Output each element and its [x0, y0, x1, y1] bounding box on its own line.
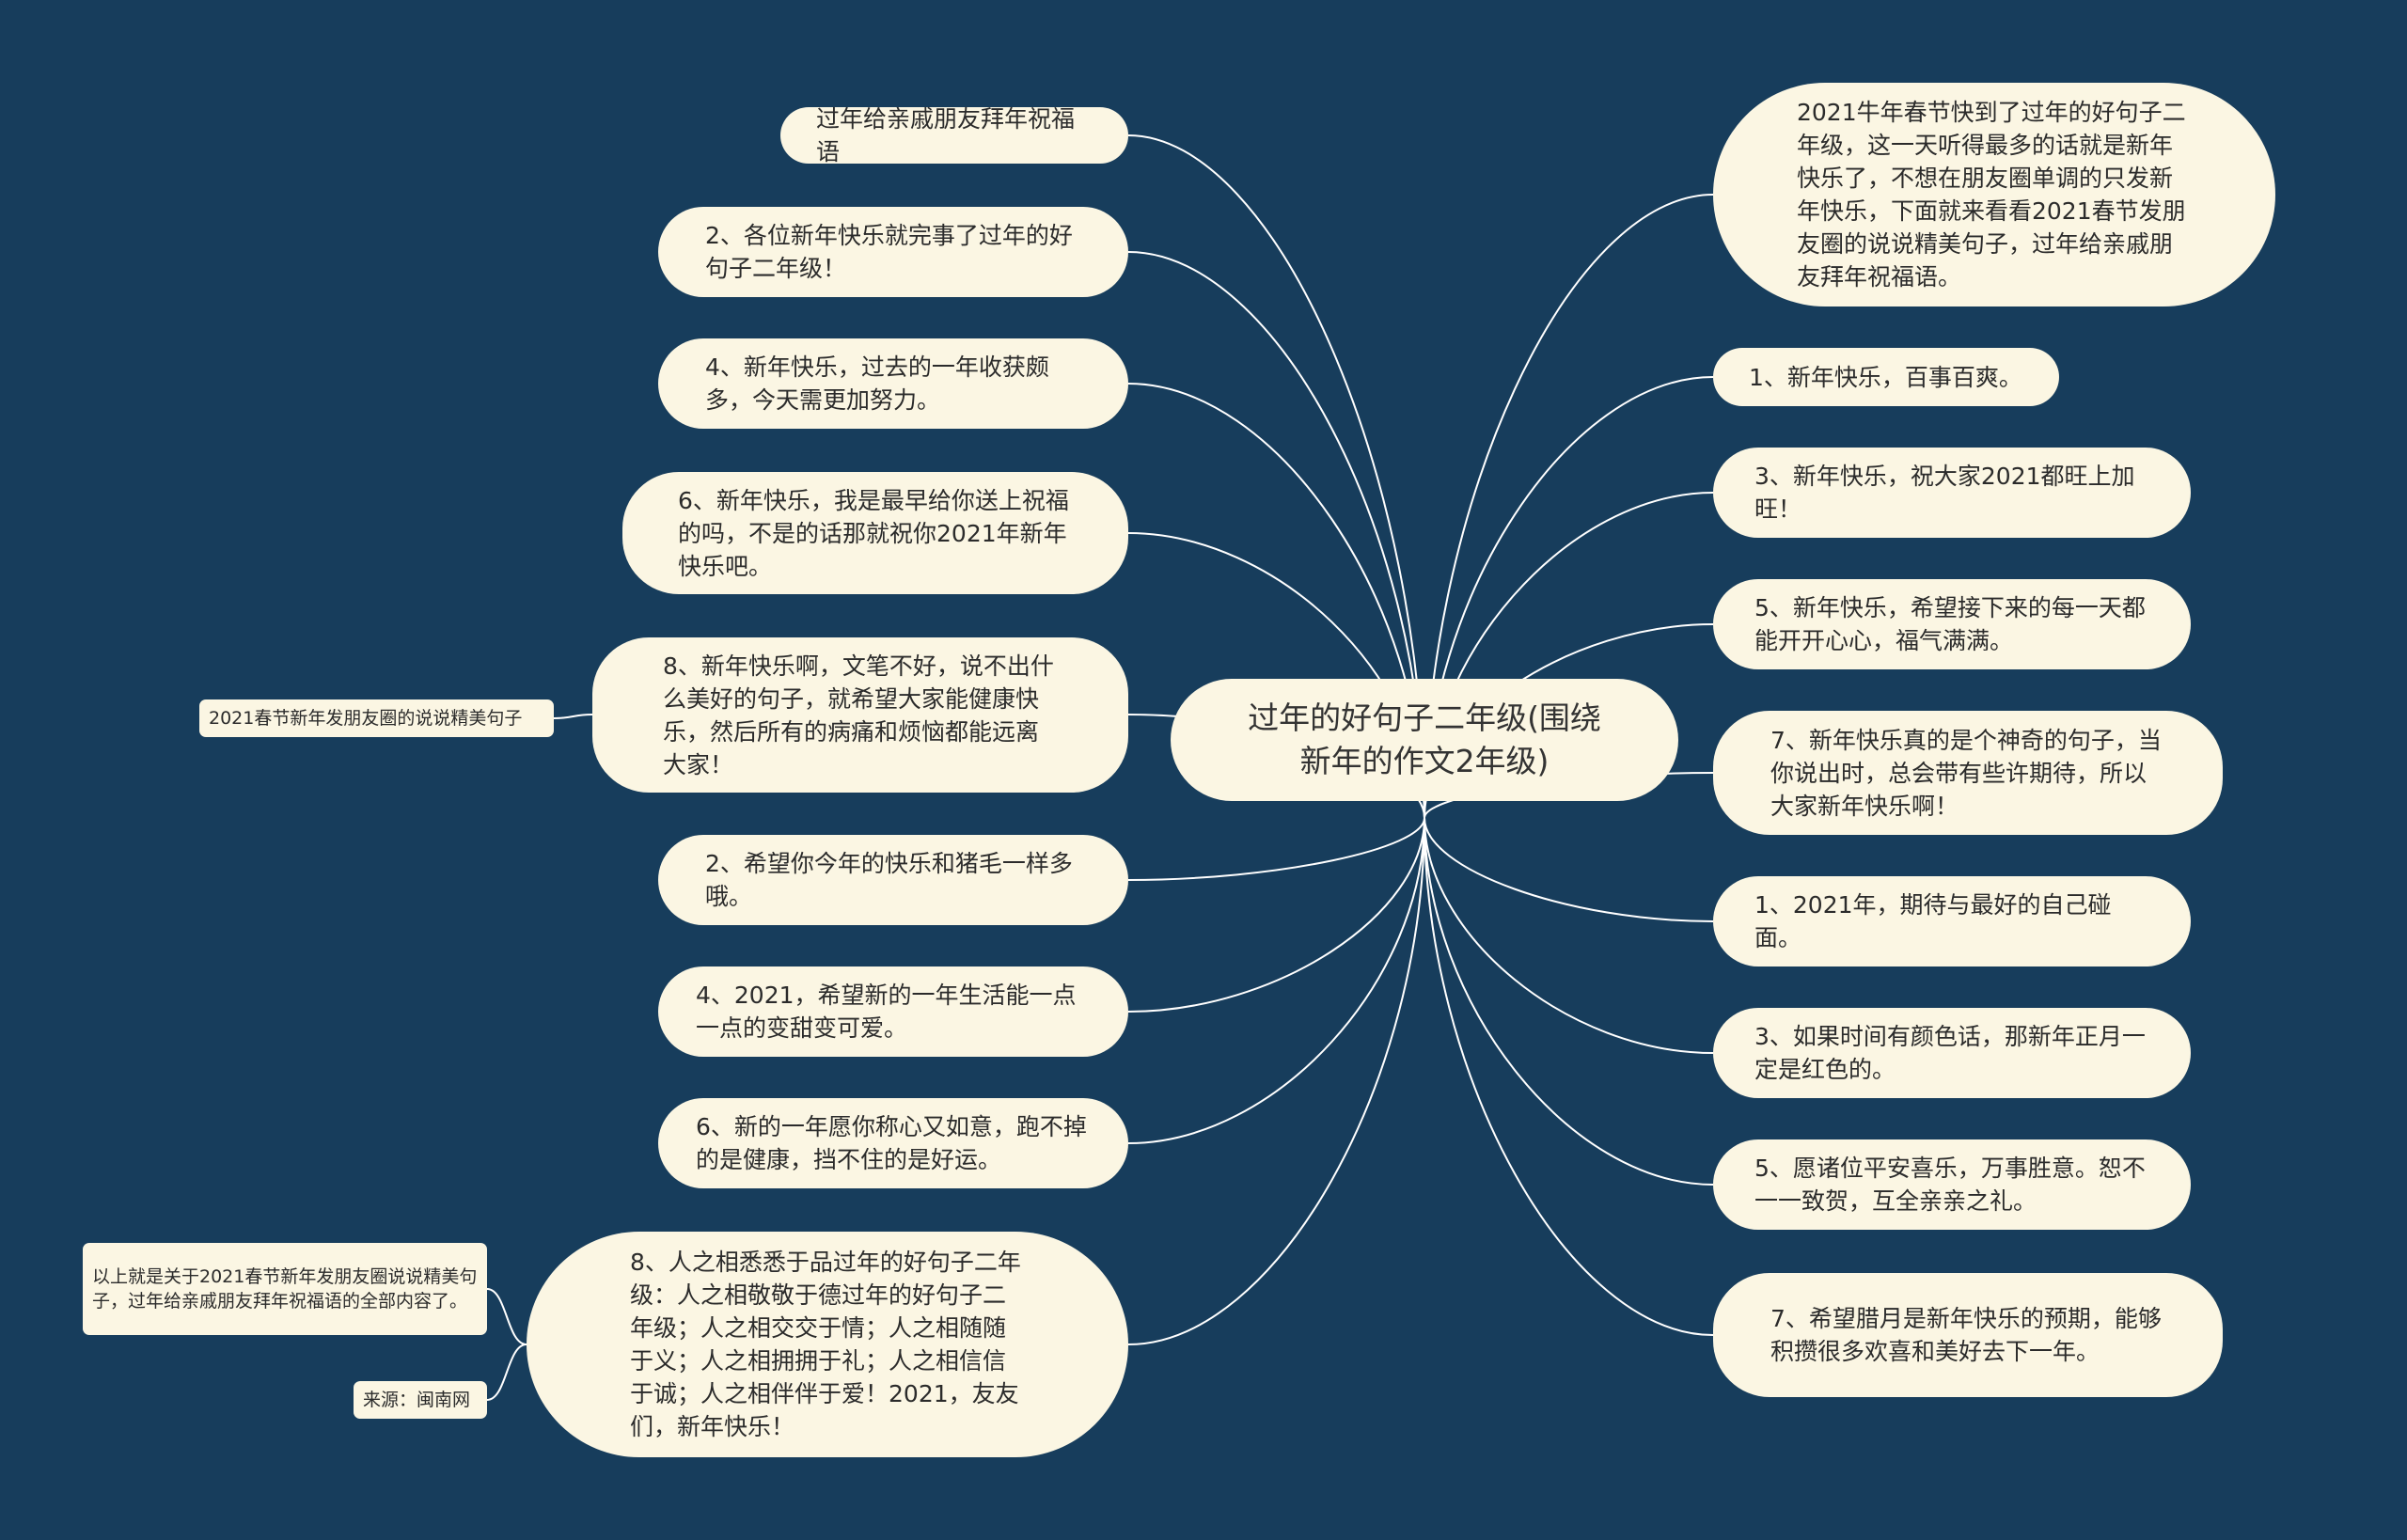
link-left-7: [1127, 817, 1425, 1013]
left-node-4-label: 6、新年快乐，我是最早给你送上祝福的吗，不是的话那就祝你2021年新年快乐吧。: [678, 486, 1069, 580]
left-node-2-label: 2、各位新年快乐就完事了过年的好句子二年级！: [705, 222, 1073, 282]
link-left-1: [1127, 134, 1425, 819]
right-node-8[interactable]: 5、愿诸位平安喜乐，万事胜意。恕不一一致贺，互全亲亲之礼。: [1713, 1139, 2191, 1230]
link-right-9: [1424, 817, 1714, 1336]
left-node-1-label: 过年给亲戚朋友拜年祝福语: [816, 105, 1076, 165]
right-node-4[interactable]: 5、新年快乐，希望接下来的每一天都能开开心心，福气满满。: [1713, 579, 2191, 669]
link-right-7: [1424, 817, 1714, 1054]
side-note-3[interactable]: 来源：闽南网: [354, 1381, 487, 1419]
link-left-9: [1127, 817, 1425, 1345]
left-node-2[interactable]: 2、各位新年快乐就完事了过年的好句子二年级！: [658, 207, 1128, 297]
right-node-5-label: 7、新年快乐真的是个神奇的句子，当你说出时，总会带有些许期待，所以大家新年快乐啊…: [1770, 726, 2162, 820]
link-right-8: [1424, 817, 1714, 1186]
left-node-3-label: 4、新年快乐，过去的一年收获颇多，今天需更加努力。: [705, 354, 1049, 414]
right-node-4-label: 5、新年快乐，希望接下来的每一天都能开开心心，福气满满。: [1754, 594, 2146, 654]
left-node-1[interactable]: 过年给亲戚朋友拜年祝福语: [780, 105, 1128, 165]
link-side-1: [553, 714, 593, 719]
left-node-6[interactable]: 2、希望你今年的快乐和猪毛一样多哦。: [658, 835, 1128, 925]
link-left-8: [1127, 817, 1425, 1144]
right-node-1[interactable]: 2021牛年春节快到了过年的好句子二年级，这一天听得最多的话就是新年快乐了，不想…: [1713, 83, 2275, 306]
left-node-6-label: 2、希望你今年的快乐和猪毛一样多哦。: [705, 850, 1073, 910]
right-node-8-label: 5、愿诸位平安喜乐，万事胜意。恕不一一致贺，互全亲亲之礼。: [1754, 1155, 2146, 1215]
left-node-3[interactable]: 4、新年快乐，过去的一年收获颇多，今天需更加努力。: [658, 338, 1128, 429]
right-node-1-label: 2021牛年春节快到了过年的好句子二年级，这一天听得最多的话就是新年快乐了，不想…: [1797, 99, 2186, 291]
left-node-7[interactable]: 4、2021，希望新的一年生活能一点一点的变甜变可爱。: [658, 966, 1128, 1057]
link-right-6: [1424, 817, 1714, 922]
side-note-3-label: 来源：闽南网: [363, 1390, 471, 1410]
link-side-3: [486, 1344, 527, 1401]
right-node-7-label: 3、如果时间有颜色话，那新年正月一定是红色的。: [1754, 1023, 2146, 1083]
link-left-6: [1127, 817, 1425, 881]
left-node-8[interactable]: 6、新的一年愿你称心又如意，跑不掉的是健康，挡不住的是好运。: [658, 1098, 1128, 1188]
right-node-6[interactable]: 1、2021年，期待与最好的自己碰面。: [1713, 876, 2191, 966]
root-node[interactable]: 过年的好句子二年级(围绕新年的作文2年级): [1171, 679, 1678, 801]
left-node-8-label: 6、新的一年愿你称心又如意，跑不掉的是健康，挡不住的是好运。: [696, 1113, 1087, 1173]
link-side-2: [486, 1288, 527, 1345]
right-node-3[interactable]: 3、新年快乐，祝大家2021都旺上加旺！: [1713, 448, 2191, 538]
right-node-9[interactable]: 7、希望腊月是新年快乐的预期，能够积攒很多欢喜和美好去下一年。: [1713, 1273, 2223, 1397]
side-note-1[interactable]: 2021春节新年发朋友圈的说说精美句子: [199, 699, 554, 737]
left-node-9-label: 8、人之相悉悉于品过年的好句子二年级：人之相敬敬于德过年的好句子二年级；人之相交…: [630, 1249, 1021, 1440]
right-node-3-label: 3、新年快乐，祝大家2021都旺上加旺！: [1754, 463, 2135, 523]
root-label: 过年的好句子二年级(围绕新年的作文2年级): [1248, 699, 1601, 779]
left-node-5-label: 8、新年快乐啊，文笔不好，说不出什么美好的句子，就希望大家能健康快乐，然后所有的…: [663, 652, 1054, 778]
left-node-9[interactable]: 8、人之相悉悉于品过年的好句子二年级：人之相敬敬于德过年的好句子二年级；人之相交…: [527, 1232, 1128, 1457]
side-note-2[interactable]: 以上就是关于2021春节新年发朋友圈说说精美句子，过年给亲戚朋友拜年祝福语的全部…: [83, 1243, 487, 1335]
side-note-1-label: 2021春节新年发朋友圈的说说精美句子: [209, 708, 523, 729]
side-note-2-label: 以上就是关于2021春节新年发朋友圈说说精美句子，过年给亲戚朋友拜年祝福语的全部…: [92, 1266, 478, 1312]
left-node-4[interactable]: 6、新年快乐，我是最早给你送上祝福的吗，不是的话那就祝你2021年新年快乐吧。: [622, 472, 1128, 594]
right-node-5[interactable]: 7、新年快乐真的是个神奇的句子，当你说出时，总会带有些许期待，所以大家新年快乐啊…: [1713, 711, 2223, 835]
right-node-6-label: 1、2021年，期待与最好的自己碰面。: [1754, 891, 2112, 951]
right-node-2[interactable]: 1、新年快乐，百事百爽。: [1713, 348, 2059, 406]
left-node-5[interactable]: 8、新年快乐啊，文笔不好，说不出什么美好的句子，就希望大家能健康快乐，然后所有的…: [592, 637, 1128, 793]
left-node-7-label: 4、2021，希望新的一年生活能一点一点的变甜变可爱。: [696, 982, 1077, 1042]
right-node-7[interactable]: 3、如果时间有颜色话，那新年正月一定是红色的。: [1713, 1008, 2191, 1098]
right-node-2-label: 1、新年快乐，百事百爽。: [1749, 363, 2022, 391]
right-node-9-label: 7、希望腊月是新年快乐的预期，能够积攒很多欢喜和美好去下一年。: [1770, 1305, 2162, 1365]
